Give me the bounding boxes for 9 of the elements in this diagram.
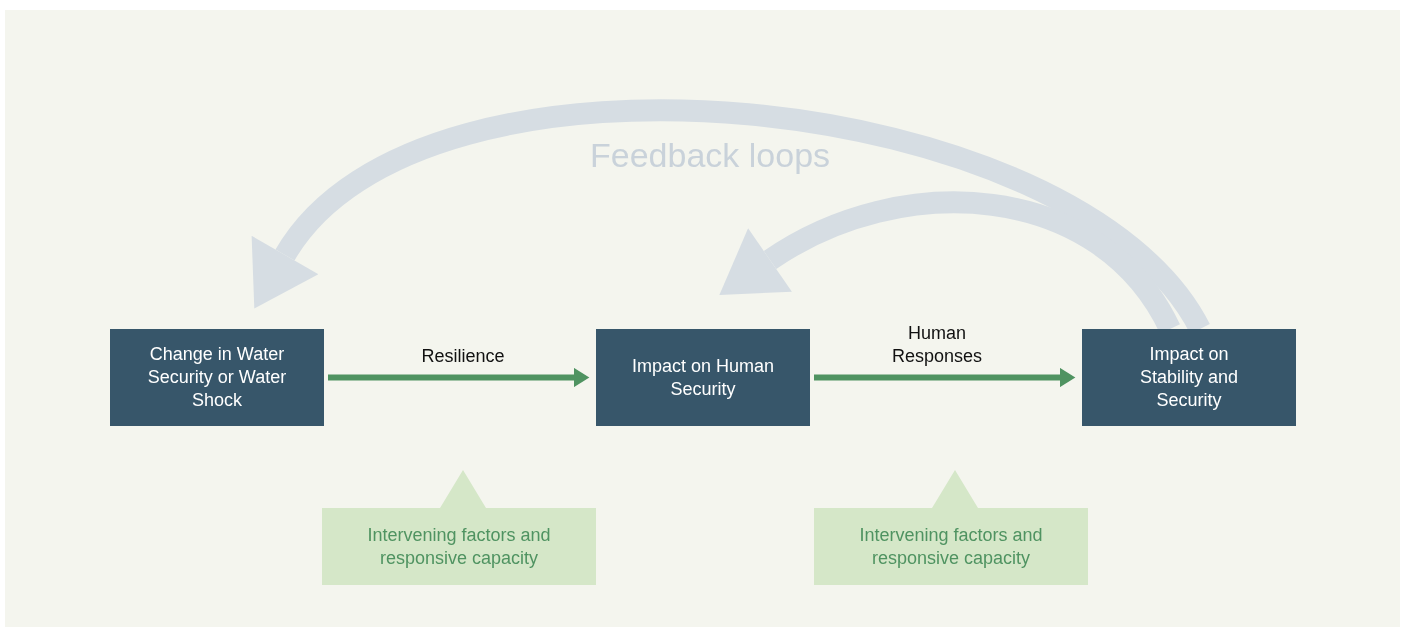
callout-box [322, 470, 596, 585]
callout-text: Intervening factors and responsive capacity [366, 523, 552, 570]
arrow [328, 367, 590, 388]
process-box: Impact on Human Security [596, 329, 810, 426]
process-box: Change in Water Security or Water Shock [110, 329, 324, 426]
callout-box [814, 470, 1088, 585]
callout-text: Intervening factors and responsive capacity [858, 523, 1044, 570]
process-box: Impact on Stability and Security [1082, 329, 1296, 426]
arrow [814, 367, 1076, 388]
